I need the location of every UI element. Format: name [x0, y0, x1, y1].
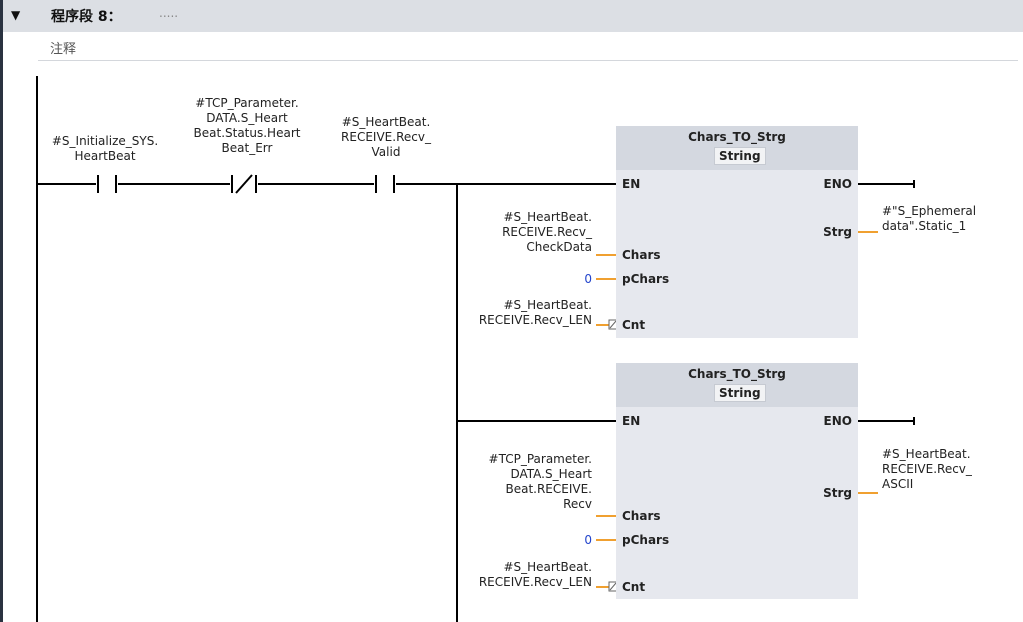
block-header: Chars_TO_Strg String — [616, 363, 858, 407]
contact-nc-2 — [231, 174, 257, 194]
block-type-selector[interactable]: String — [714, 384, 766, 402]
block-header: Chars_TO_Strg String — [616, 126, 858, 170]
pin-eno[interactable]: ENO — [823, 414, 852, 428]
pin-strg[interactable]: Strg — [823, 225, 852, 239]
editor-left-border — [0, 0, 3, 622]
network-title-placeholder[interactable]: ..... — [159, 6, 179, 20]
block-1-pchars-operand[interactable]: 0 — [584, 272, 592, 286]
pin-pchars[interactable]: pChars — [622, 272, 670, 286]
pin-pchars[interactable]: pChars — [622, 533, 670, 547]
network-comment-row[interactable]: 注释 — [38, 34, 1018, 61]
pin-cnt[interactable]: Cnt — [622, 318, 646, 332]
contact-no-3 — [375, 175, 395, 193]
chars-to-strg-block-1[interactable]: Chars_TO_Strg String EN ENO Chars pChars… — [616, 126, 858, 338]
contact-2-operand[interactable]: #TCP_Parameter. DATA.S_Heart Beat.Status… — [193, 96, 301, 155]
chars-to-strg-block-2[interactable]: Chars_TO_Strg String EN ENO Chars pChars… — [616, 363, 858, 599]
network-comment[interactable]: 注释 — [50, 42, 77, 57]
network-title[interactable]: 程序段 8： — [51, 9, 122, 25]
block-1-chars-operand[interactable]: #S_HeartBeat. RECEIVE.Recv_ CheckData — [502, 210, 592, 254]
block-name[interactable]: Chars_TO_Strg — [688, 367, 786, 381]
pin-en[interactable]: EN — [622, 414, 641, 428]
block-2-cnt-operand[interactable]: #S_HeartBeat. RECEIVE.Recv_LEN — [478, 560, 592, 589]
pin-eno[interactable]: ENO — [823, 177, 852, 191]
block-2-pchars-operand[interactable]: 0 — [584, 533, 592, 547]
collapse-triangle-icon[interactable]: ▼ — [11, 8, 21, 22]
pin-en[interactable]: EN — [622, 177, 641, 191]
pin-cnt[interactable]: Cnt — [622, 580, 646, 594]
block-type-selector[interactable]: String — [714, 147, 766, 165]
block-1-cnt-operand[interactable]: #S_HeartBeat. RECEIVE.Recv_LEN — [478, 298, 592, 327]
contact-3-operand[interactable]: #S_HeartBeat. RECEIVE.Recv_ Valid — [341, 115, 431, 159]
contact-no-1 — [97, 175, 117, 193]
block-name[interactable]: Chars_TO_Strg — [688, 130, 786, 144]
pin-strg[interactable]: Strg — [823, 486, 852, 500]
block-1-strg-operand[interactable]: #"S_Ephemeral data".Static_1 — [882, 204, 977, 233]
block-2-strg-operand[interactable]: #S_HeartBeat. RECEIVE.Recv_ ASCII — [882, 447, 972, 491]
block-2-chars-operand[interactable]: #TCP_Parameter. DATA.S_Heart Beat.RECEIV… — [488, 452, 592, 511]
contact-1-operand[interactable]: #S_Initialize_SYS. HeartBeat — [51, 134, 159, 163]
pin-chars[interactable]: Chars — [622, 509, 661, 523]
pin-chars[interactable]: Chars — [622, 248, 661, 262]
network-header[interactable]: ▼ 程序段 8： ..... — [3, 0, 1023, 32]
